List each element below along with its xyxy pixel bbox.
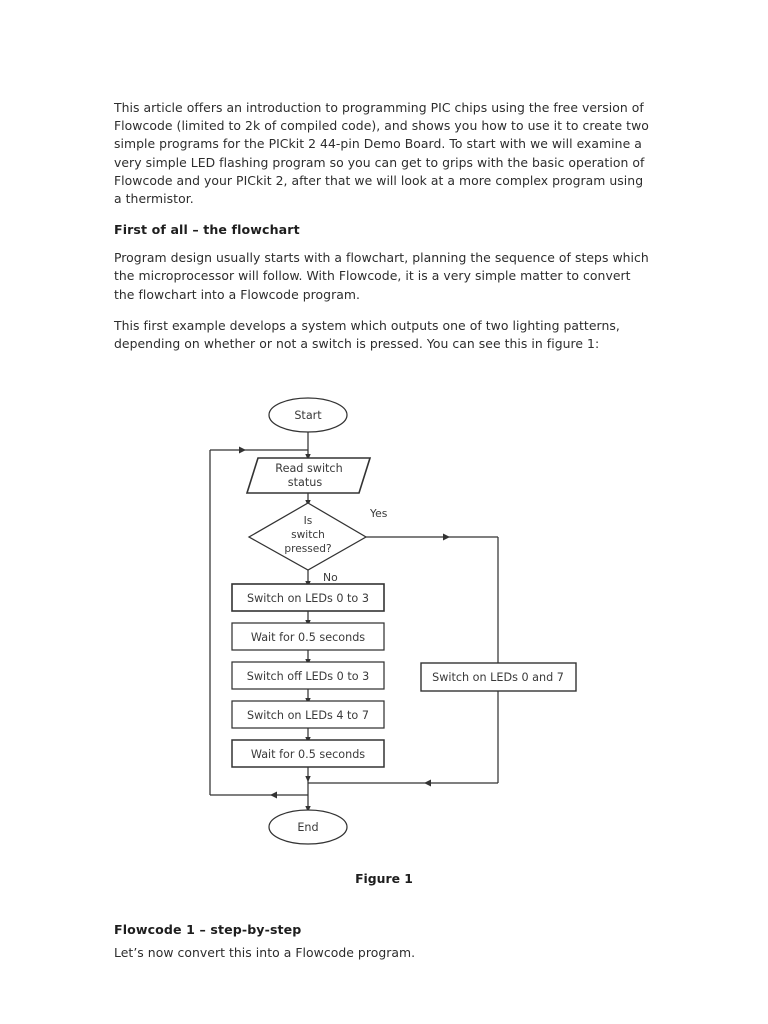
flowchart-node-branch-process: [420, 662, 577, 692]
flowchart-paragraph-2: This first example develops a system whi…: [114, 317, 620, 352]
flowchart-svg: Start Read switch status Is switch press…: [209, 397, 577, 845]
figure-1-diagram: Start Read switch status Is switch press…: [0, 385, 768, 895]
flowchart-node-end: [268, 809, 348, 845]
flowchart-node-read-switch: [245, 457, 372, 494]
flowchart-label-no: No: [323, 571, 338, 584]
flowchart-label-branch-process: Switch on LEDs 0 and 7: [432, 671, 564, 684]
intro-paragraph: This article offers an introduction to p…: [114, 100, 649, 207]
arrowhead-loop-back: [270, 791, 277, 799]
section-heading-stepbystep: Flowcode 1 – step-by-step: [114, 922, 302, 937]
flowchart-node-process-3: [231, 661, 385, 690]
stepbystep-section: Flowcode 1 – step-by-step Let’s now conv…: [114, 921, 654, 962]
flowchart-label-process-4: Switch on LEDs 4 to 7: [247, 709, 369, 722]
article-content: This article offers an introduction to p…: [114, 99, 654, 366]
flowchart-label-yes: Yes: [369, 507, 388, 520]
flowchart-node-process-1: [231, 583, 385, 612]
flowchart-label-process-5: Wait for 0.5 seconds: [251, 748, 365, 761]
flowchart-label-process-1: Switch on LEDs 0 to 3: [247, 592, 369, 605]
flowchart-label-read-switch-line1: Read switch: [275, 462, 342, 475]
section-heading-flowchart: First of all – the flowchart: [114, 222, 300, 238]
flowchart-label-decision-line3: pressed?: [284, 543, 331, 555]
flowchart-label-read-switch-line2: status: [288, 476, 323, 489]
flowchart-label-decision-line2: switch: [291, 529, 325, 541]
flowchart-paragraph-1: Program design usually starts with a flo…: [114, 250, 649, 302]
flowchart-label-start: Start: [294, 409, 322, 422]
flowchart-label-decision-line1: Is: [304, 515, 313, 527]
flowchart-node-process-2: [231, 622, 385, 651]
arrowhead-merge-right-to-left: [424, 779, 431, 787]
flowchart-label-process-2: Wait for 0.5 seconds: [251, 631, 365, 644]
flowchart-node-process-5: [231, 739, 385, 768]
stepbystep-paragraph-1: Let’s now convert this into a Flowcode p…: [114, 945, 416, 960]
arrowhead-loop-top: [239, 446, 246, 454]
flowchart-label-process-3: Switch off LEDs 0 to 3: [247, 670, 370, 683]
flowchart-node-process-4: [231, 700, 385, 729]
arrowhead-yes-branch: [443, 533, 450, 541]
figure-caption: Figure 1: [355, 871, 413, 886]
flowchart-label-end: End: [297, 821, 318, 834]
